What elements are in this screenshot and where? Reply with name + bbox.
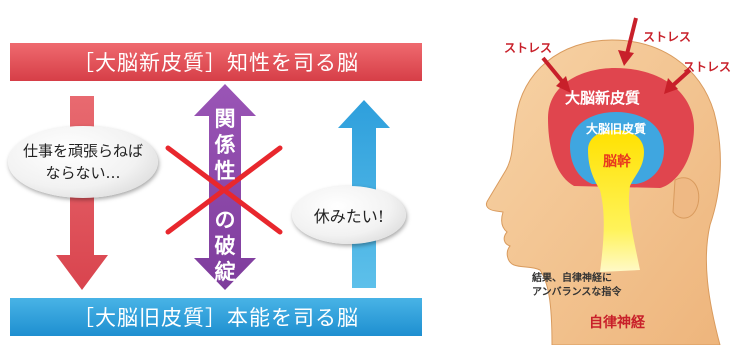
work-bubble-line-2: ならない… <box>45 164 121 182</box>
stress-label-3: ストレス <box>683 60 732 74</box>
brainstem-region <box>588 130 644 272</box>
relation-label-top: 関係性 <box>214 107 236 183</box>
result-note-line-1: 結果、自律神経に <box>532 273 612 284</box>
result-note: 結果、自律神経に アンバランスな指令 <box>532 272 621 300</box>
rest-bubble-text: 休みたい! <box>313 207 385 226</box>
rest-speech-bubble: 休みたい! <box>292 186 406 244</box>
ear <box>672 177 700 219</box>
stress-arrows <box>541 17 692 94</box>
relation-label-bottom: の破綻 <box>214 208 236 284</box>
stress-label-2: ストレス <box>643 30 692 44</box>
neocortex-label: 大脳新皮質 <box>565 89 641 107</box>
stress-label-1: ストレス <box>504 41 553 55</box>
neocortex-banner-label: ［大脳新皮質］知性を司る脳 <box>73 51 359 75</box>
work-bubble-line-1: 仕事を頑張らねば <box>22 142 143 160</box>
autonomic-nerve-label: 自律神経 <box>589 315 645 331</box>
old-cortex-banner-label: ［大脳旧皮質］本能を司る脳 <box>73 306 359 330</box>
old-cortex-label: 大脳旧皮質 <box>586 122 647 136</box>
brainstem-label: 脳幹 <box>603 154 631 170</box>
old-cortex-banner: ［大脳旧皮質］本能を司る脳 <box>10 298 422 336</box>
result-note-line-2: アンバランスな指令 <box>532 287 622 298</box>
work-speech-bubble: 仕事を頑張らねば ならない… <box>8 126 158 198</box>
cross-mark <box>165 145 283 235</box>
neocortex-banner: ［大脳新皮質］知性を司る脳 <box>10 43 422 81</box>
